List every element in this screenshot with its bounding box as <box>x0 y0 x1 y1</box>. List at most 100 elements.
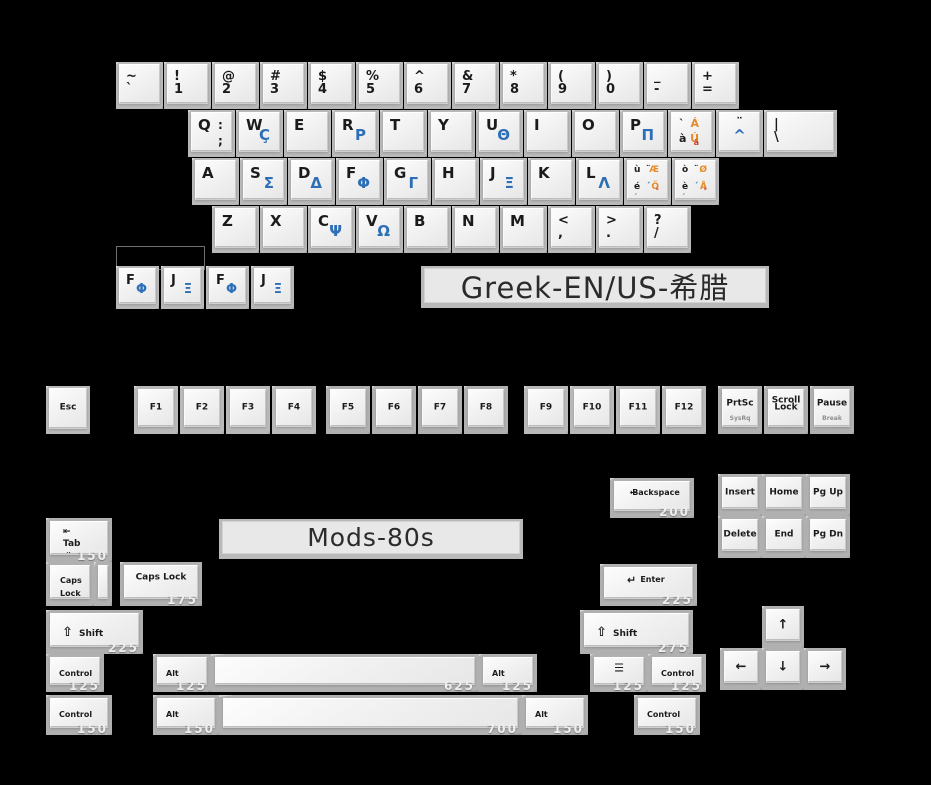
key-backslash-12[interactable]: |\ <box>764 110 837 157</box>
key-num-11[interactable]: _- <box>644 62 691 109</box>
key-num-0[interactable]: ~` <box>116 62 163 109</box>
key-num-7[interactable]: &7 <box>452 62 499 109</box>
key-home[interactable]: Home <box>762 474 806 516</box>
key-delete[interactable]: Delete <box>718 516 762 558</box>
mods-kit-banner-key[interactable]: Mods-80s <box>219 519 523 559</box>
key-H-5[interactable]: H <box>432 158 479 205</box>
key-f7[interactable]: F7 <box>418 386 462 434</box>
key-num-2[interactable]: @2 <box>212 62 259 109</box>
key-E-2[interactable]: E <box>284 110 331 157</box>
key-num-6[interactable]: ^6 <box>404 62 451 109</box>
key-f6[interactable]: F6 <box>372 386 416 434</box>
key-Q-0[interactable]: Q:; <box>188 110 235 157</box>
key-pg-up[interactable]: Pg Up <box>806 474 850 516</box>
key-tab[interactable]: ⇤Tab⇥150 <box>46 518 112 563</box>
key-T-4[interactable]: T <box>380 110 427 157</box>
key-arrow-right[interactable]: → <box>804 648 846 690</box>
key-num-3[interactable]: #3 <box>260 62 307 109</box>
key-accent-caret-11[interactable]: ¨^ <box>716 110 763 157</box>
key->-8[interactable]: >. <box>596 206 643 253</box>
key-K-7[interactable]: K <box>528 158 575 205</box>
key-arrow-up[interactable]: ↑ <box>762 606 804 648</box>
key-f12[interactable]: F12 <box>662 386 706 434</box>
key-menu[interactable]: ☰125 <box>590 654 648 693</box>
key-f2[interactable]: F2 <box>180 386 224 434</box>
key-escape[interactable]: Esc <box>46 386 90 434</box>
key-f5[interactable]: F5 <box>326 386 370 434</box>
key-f1[interactable]: F1 <box>134 386 178 434</box>
key-I-7[interactable]: I <box>524 110 571 157</box>
key-A-0[interactable]: A <box>192 158 239 205</box>
key-f9[interactable]: F9 <box>524 386 568 434</box>
key-B-4[interactable]: B <box>404 206 451 253</box>
key-f4[interactable]: F4 <box>272 386 316 434</box>
key-Z-0[interactable]: Z <box>212 206 259 253</box>
key-num-8[interactable]: *8 <box>500 62 547 109</box>
key-?-9[interactable]: ?/ <box>644 206 691 253</box>
key-num-10[interactable]: )0 <box>596 62 643 109</box>
key-X-1[interactable]: X <box>260 206 307 253</box>
key-end[interactable]: End <box>762 516 806 558</box>
key-f8[interactable]: F8 <box>464 386 508 434</box>
key-f10[interactable]: F10 <box>570 386 614 434</box>
key-spacebar-700[interactable]: 700 <box>219 695 522 736</box>
key-Y-5[interactable]: Y <box>428 110 475 157</box>
legend-caps-lock: Caps Lock <box>135 572 187 583</box>
key-size-label: 625 <box>443 679 475 693</box>
key-arrow-down[interactable]: ↓ <box>762 648 804 690</box>
key-num-1[interactable]: !1 <box>164 62 211 109</box>
key-spacebar-625[interactable]: 625 <box>211 654 479 693</box>
key-O-8[interactable]: O <box>572 110 619 157</box>
key-f3[interactable]: F3 <box>226 386 270 434</box>
key-num-5[interactable]: %5 <box>356 62 403 109</box>
key-f11[interactable]: F11 <box>616 386 660 434</box>
key-<-7[interactable]: <, <box>548 206 595 253</box>
key-N-5[interactable]: N <box>452 206 499 253</box>
key-num-4[interactable]: $4 <box>308 62 355 109</box>
greek-kit-banner-key[interactable]: Greek-EN/US-希腊 <box>421 266 769 308</box>
key-M-6[interactable]: M <box>500 206 547 253</box>
key-num-9[interactable]: (9 <box>548 62 595 109</box>
key-num-12[interactable]: += <box>692 62 739 109</box>
key-caps-lock-step-blocker[interactable] <box>94 562 112 606</box>
key-insert[interactable]: Insert <box>718 474 762 516</box>
key-pg-dn[interactable]: Pg Dn <box>806 516 850 558</box>
key-arrow-left[interactable]: ← <box>720 648 762 690</box>
